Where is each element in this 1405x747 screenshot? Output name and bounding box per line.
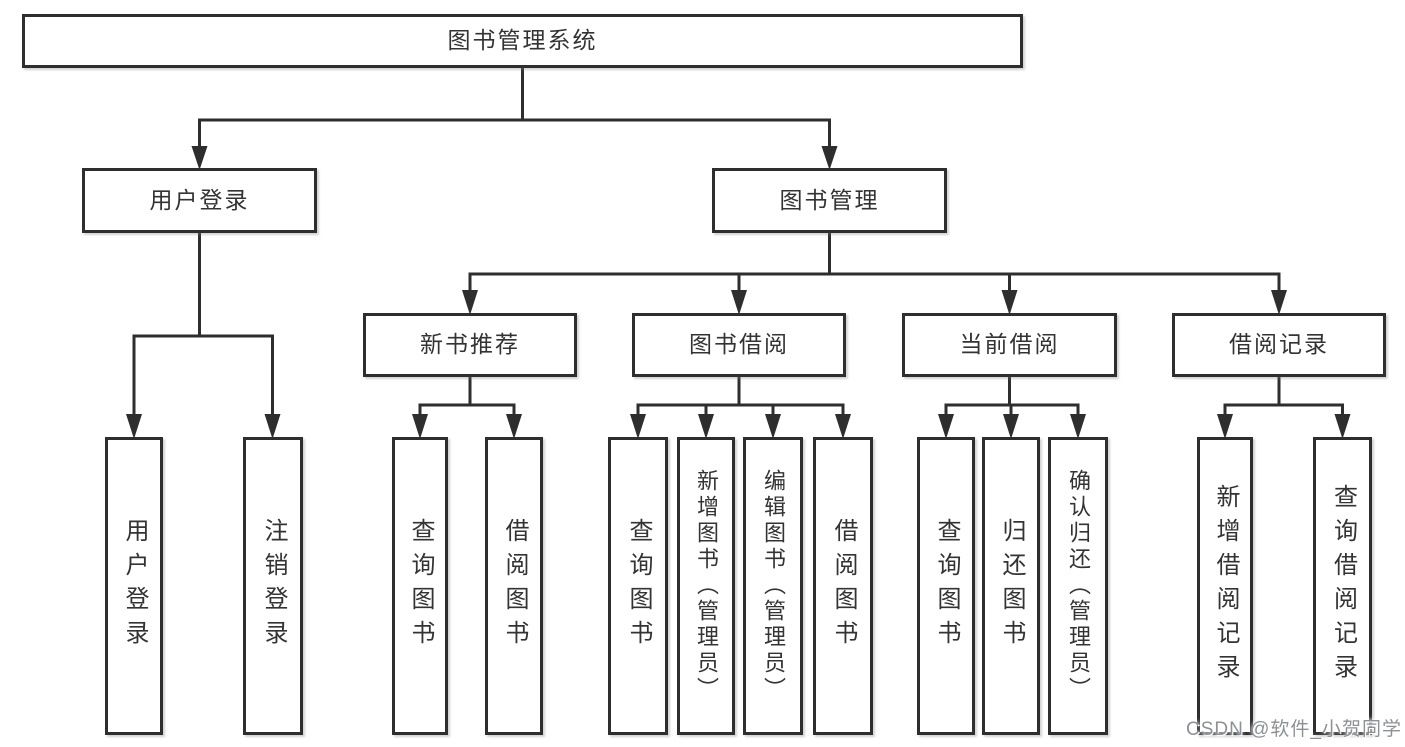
node-label: 注销登录 [260,518,287,654]
node-label: 用户登录 [149,186,250,213]
csdn-watermark: CSDN @软件_小贺同学 [1186,719,1402,740]
node-label: 查询图书 [407,518,434,654]
leaf-edit-book-admin: 编辑图书（管理员） [743,437,803,735]
node-label: 新增借阅记录 [1212,484,1239,688]
leaf-user-login: 用户登录 [105,437,163,735]
node-label: 查询借阅记录 [1329,484,1357,688]
node-label: 图书管理系统 [447,27,598,54]
node-new-book-recommend: 新书推荐 [363,313,577,377]
leaf-borrow-books-recommend: 借阅图书 [485,437,543,735]
node-label: 借阅记录 [1229,331,1329,358]
node-book-management: 图书管理 [712,168,947,233]
node-label: 图书借阅 [689,331,789,358]
node-label: 确认归还（管理员） [1066,469,1091,703]
leaf-query-books-current: 查询图书 [917,437,975,735]
node-borrowing-records: 借阅记录 [1172,313,1386,377]
leaf-query-books-borrowing: 查询图书 [608,437,668,735]
arrowheads [126,146,1351,439]
node-label: 当前借阅 [959,331,1060,358]
node-label: 新增图书（管理员） [694,469,719,703]
leaf-add-book-admin: 新增图书（管理员） [677,437,735,735]
node-label: 新书推荐 [420,331,520,358]
node-label: 编辑图书（管理员） [761,469,786,703]
node-current-borrowing: 当前借阅 [902,313,1117,377]
node-label: 图书管理 [779,186,880,213]
leaf-logout: 注销登录 [243,437,303,735]
node-library-system: 图书管理系统 [22,14,1023,68]
leaf-confirm-return-admin: 确认归还（管理员） [1048,437,1108,735]
node-label: 借阅图书 [830,518,857,654]
leaf-return-books: 归还图书 [982,437,1040,735]
node-user-login-group: 用户登录 [82,168,317,233]
node-label: 查询图书 [625,518,652,654]
leaf-query-borrow-record: 查询借阅记录 [1313,437,1372,735]
node-label: 用户登录 [121,518,148,654]
node-book-borrowing: 图书借阅 [632,313,846,377]
leaf-query-books-recommend: 查询图书 [392,437,448,735]
node-label: 查询图书 [933,518,960,654]
node-label: 归还图书 [998,518,1025,654]
node-label: 借阅图书 [501,518,528,654]
leaf-add-borrow-record: 新增借阅记录 [1197,437,1253,735]
leaf-borrow-books-borrowing: 借阅图书 [813,437,873,735]
